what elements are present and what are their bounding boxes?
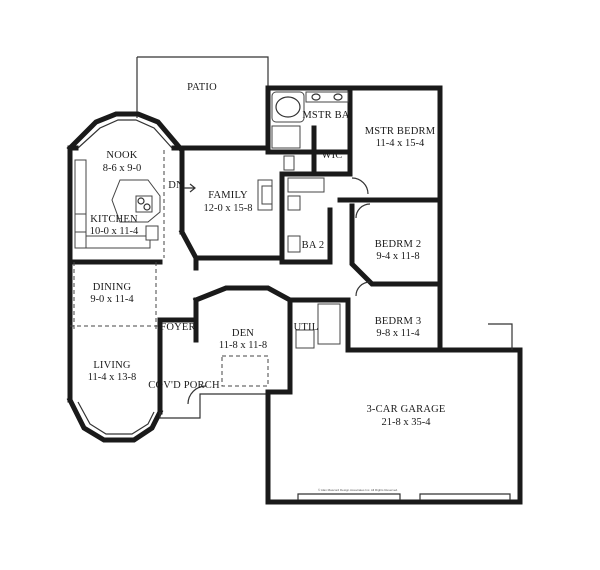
living-bay-wall [66, 396, 164, 443]
wic-label: WIC [321, 150, 342, 161]
nook-size: 8-6 x 9-0 [103, 163, 142, 174]
copyright-text: © Alan Mascord Design Associates Inc. Al… [318, 488, 398, 492]
shower-icon [271, 125, 301, 149]
washer-icon [295, 329, 315, 349]
foyer-label: FOYER [160, 322, 195, 333]
family-south-wall [178, 228, 285, 261]
kitchen-counter [74, 159, 87, 249]
fridge-icon [145, 225, 159, 241]
bedrm3-label: BEDRM 3 [375, 316, 422, 327]
mstr-ba-label: MSTR BA [302, 110, 349, 121]
ba2-label: BA 2 [302, 240, 325, 251]
den-wall [192, 285, 293, 395]
garage-wall [265, 347, 523, 505]
nook-label: NOOK [106, 150, 137, 161]
bedrm2-wall [349, 197, 443, 287]
living-label: LIVING [93, 360, 131, 371]
garage-step [488, 323, 513, 350]
family-label: FAMILY [208, 190, 248, 201]
family-size: 12-0 x 15-8 [204, 203, 253, 214]
den-window-seat [221, 355, 269, 387]
den-size: 11-8 x 11-8 [219, 340, 267, 351]
bedrm3-size: 9-8 x 11-4 [376, 328, 420, 339]
ba2-tub-icon [287, 177, 325, 193]
living-size: 11-4 x 13-8 [88, 372, 137, 383]
garage-size: 21-8 x 35-4 [382, 417, 432, 428]
dining-label: DINING [93, 282, 132, 293]
dining-size: 9-0 x 11-4 [90, 294, 134, 305]
porch-outline [159, 393, 268, 419]
stair-label: DN [168, 180, 184, 191]
mstr-bedrm-size: 11-4 x 15-4 [376, 138, 425, 149]
nook-bay-wall [66, 111, 184, 152]
kitchen-label: KITCHEN [90, 214, 138, 225]
front-door-swing [187, 385, 207, 405]
stair-arrow-icon [184, 183, 196, 193]
toilet-icon [283, 155, 295, 171]
garage-label: 3-CAR GARAGE [366, 404, 445, 415]
vanity-icon [305, 91, 349, 103]
patio-outline [137, 56, 269, 148]
mstr-bedrm-label: MSTR BEDRM [365, 126, 436, 137]
covd-porch-label: COV'D PORCH [148, 380, 220, 391]
patio-label: PATIO [187, 82, 217, 93]
cooktop-icon [135, 195, 153, 213]
util-label: UTIL [294, 322, 319, 333]
util-counter [317, 303, 341, 345]
kitchen-size: 10-0 x 11-4 [90, 226, 139, 237]
ba2-toilet-icon [287, 235, 301, 253]
sink-icon [74, 213, 87, 233]
bedrm2-size: 9-4 x 11-8 [376, 251, 419, 262]
den-label: DEN [232, 328, 254, 339]
bedrm2-label: BEDRM 2 [375, 239, 422, 250]
